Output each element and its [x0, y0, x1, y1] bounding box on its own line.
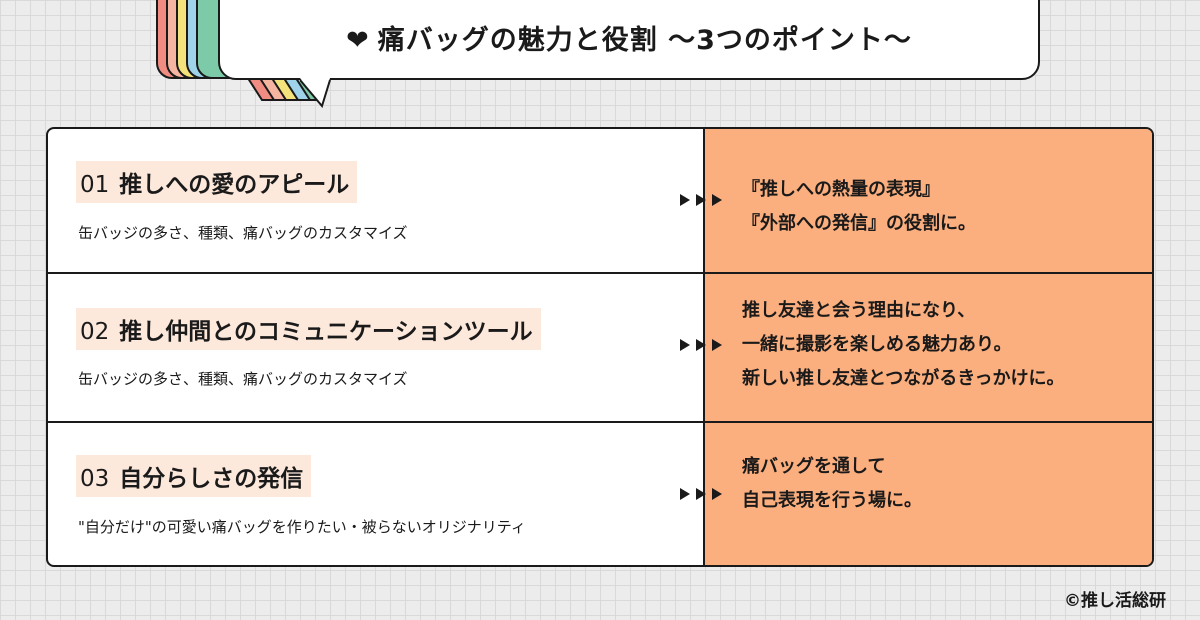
result-line: 自己表現を行う場に。 — [742, 490, 922, 511]
point-title: 推しへの愛のアピール — [119, 172, 350, 198]
result-text: 痛バッグを通して 自己表現を行う場に。 — [742, 450, 922, 518]
point-title: 推し仲間とのコミュニケーションツール — [119, 319, 533, 345]
heart-icon: ❤ — [346, 25, 370, 56]
point-description: 缶バッジの多さ、種類、痛バッグのカスタマイズ — [78, 370, 408, 388]
row-divider — [48, 272, 1152, 274]
point-heading: 02 推し仲間とのコミュニケーションツール — [76, 308, 541, 350]
triple-play-arrow-icon — [680, 339, 722, 351]
result-line: 一緒に撮影を楽しめる魅力あり。 — [742, 334, 1012, 355]
point-title: 自分らしさの発信 — [119, 466, 304, 492]
copyright-credit: ©推し活総研 — [1064, 591, 1166, 611]
result-line: 推し友達と会う理由になり、 — [742, 300, 976, 321]
table-row: 02 推し仲間とのコミュニケーションツール 缶バッジの多さ、種類、痛バッグのカスタ… — [48, 274, 1152, 421]
result-text: 『推しへの熱量の表現』 『外部への発信』の役割に。 — [742, 173, 976, 241]
result-line: 『推しへの熱量の表現』 — [742, 179, 940, 200]
row-divider — [48, 421, 1152, 423]
page-title: ❤痛バッグの魅力と役割 〜3つのポイント〜 — [218, 18, 1040, 57]
point-heading: 03 自分らしさの発信 — [76, 455, 312, 497]
speech-bubble-tail — [300, 78, 331, 108]
point-number: 02 — [80, 319, 110, 345]
point-heading: 01 推しへの愛のアピール — [76, 161, 358, 203]
point-number: 03 — [80, 466, 110, 492]
result-line: 『外部への発信』の役割に。 — [742, 213, 976, 234]
title-bubble — [218, 0, 1040, 80]
points-table: 01 推しへの愛のアピール 缶バッジの多さ、種類、痛バッグのカスタマイズ 『推しへ… — [46, 127, 1154, 567]
result-text: 推し友達と会う理由になり、 一緒に撮影を楽しめる魅力あり。 新しい推し友達とつな… — [742, 294, 1065, 396]
point-number: 01 — [80, 172, 110, 198]
table-row: 03 自分らしさの発信 "自分だけ"の可愛い痛バッグを作りたい・被らないオリジナリ… — [48, 423, 1152, 565]
triple-play-arrow-icon — [680, 194, 722, 206]
result-line: 痛バッグを通して — [742, 456, 886, 477]
title-text: 痛バッグの魅力と役割 〜3つのポイント〜 — [377, 25, 912, 56]
point-description: 缶バッジの多さ、種類、痛バッグのカスタマイズ — [78, 224, 408, 242]
result-column — [703, 129, 1152, 565]
result-line: 新しい推し友達とつながるきっかけに。 — [742, 368, 1065, 389]
point-description: "自分だけ"の可愛い痛バッグを作りたい・被らないオリジナリティ — [78, 518, 526, 536]
table-row: 01 推しへの愛のアピール 缶バッジの多さ、種類、痛バッグのカスタマイズ 『推しへ… — [48, 129, 1152, 272]
triple-play-arrow-icon — [680, 488, 722, 500]
